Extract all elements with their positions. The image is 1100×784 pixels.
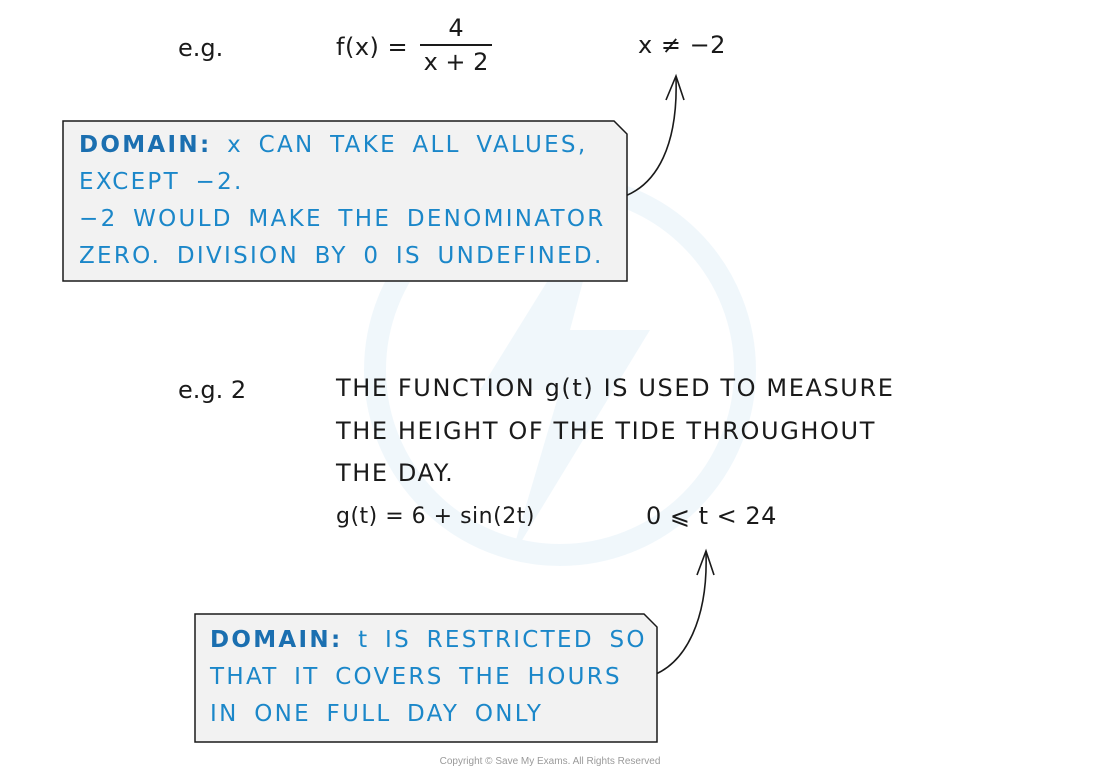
callout-text: t IS RESTRICTED SO (358, 627, 647, 653)
callout-text: x CAN TAKE ALL VALUES, (227, 132, 588, 158)
callout-text: −2 WOULD MAKE THE DENOMINATOR (79, 206, 606, 232)
callout-box-shape (194, 613, 658, 743)
example1-fraction: 4 x + 2 (420, 14, 492, 76)
example1-condition: x ≠ −2 (638, 31, 726, 59)
fraction-denominator: x + 2 (423, 48, 489, 76)
callout-text: IN ONE FULL DAY ONLY (210, 701, 544, 727)
domain-callout-1: DOMAIN: x CAN TAKE ALL VALUES, EXCEPT −2… (62, 120, 628, 282)
callout-heading: DOMAIN: (79, 132, 212, 158)
example1-function-lhs: f(x) = (336, 33, 409, 61)
fraction-numerator: 4 (448, 14, 464, 42)
example2-label: e.g. 2 (178, 376, 247, 404)
example2-text-line: THE DAY. (336, 459, 455, 487)
callout-text: EXCEPT −2. (79, 169, 244, 195)
example2-text-line: THE FUNCTION g(t) IS USED TO MEASURE (336, 374, 895, 402)
callout-box-shape (62, 120, 628, 282)
example2-condition: 0 ⩽ t < 24 (646, 502, 777, 530)
callout-text: THAT IT COVERS THE HOURS (210, 664, 622, 690)
example1-label: e.g. (178, 34, 224, 62)
fraction-bar (420, 44, 492, 46)
domain-callout-2: DOMAIN: t IS RESTRICTED SO THAT IT COVER… (194, 613, 658, 743)
callout-text: ZERO. DIVISION BY 0 IS UNDEFINED. (79, 243, 604, 269)
callout-heading: DOMAIN: (210, 627, 343, 653)
example2-text-line: THE HEIGHT OF THE TIDE THROUGHOUT (336, 417, 876, 445)
copyright-notice: Copyright © Save My Exams. All Rights Re… (439, 756, 661, 767)
example2-equation: g(t) = 6 + sin(2t) (336, 504, 535, 529)
